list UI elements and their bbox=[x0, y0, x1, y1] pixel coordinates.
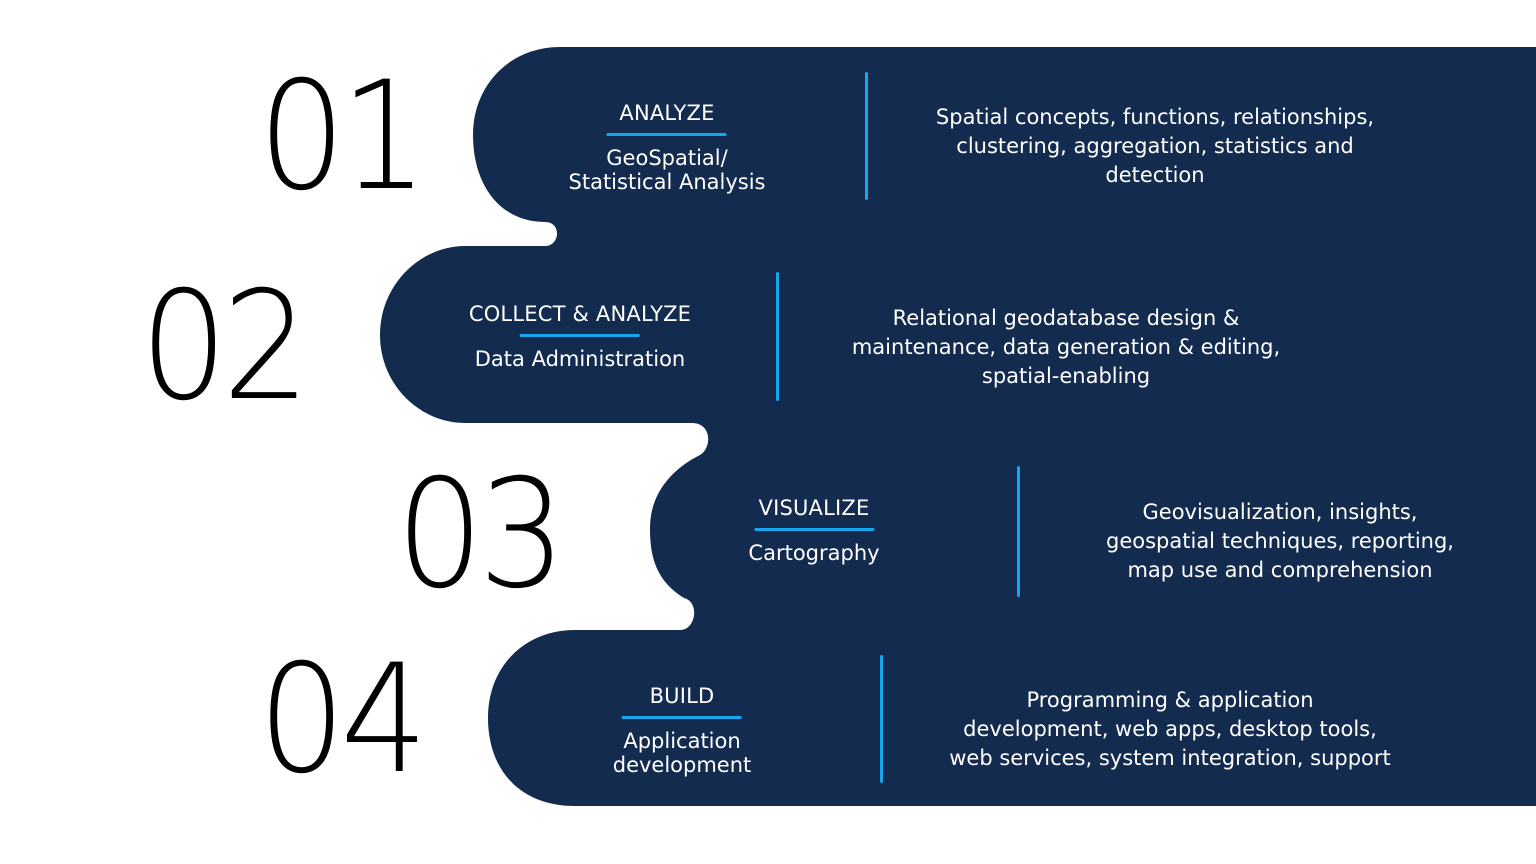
step-02-description-line-1: Relational geodatabase design & bbox=[892, 306, 1240, 330]
step-04-title-underline bbox=[622, 716, 742, 719]
step-03-label: VISUALIZE Cartography bbox=[748, 495, 879, 565]
step-03-title-underline bbox=[754, 528, 874, 531]
step-02-subtitle-line-1: Data Administration bbox=[474, 347, 686, 371]
step-03-description-line-1: Geovisualization, insights, bbox=[1142, 500, 1418, 524]
step-03-divider bbox=[1017, 466, 1020, 597]
step-03-description: Geovisualization, insights, geospatial t… bbox=[1106, 498, 1454, 585]
step-03-subtitle-line-1: Cartography bbox=[748, 541, 880, 565]
step-04-divider bbox=[880, 655, 883, 783]
step-03-title: VISUALIZE bbox=[758, 496, 870, 520]
step-04-label: BUILD Application development bbox=[613, 683, 752, 777]
step-02-label: COLLECT & ANALYZE Data Administration bbox=[469, 301, 691, 371]
step-01-subtitle-line-1: GeoSpatial/ bbox=[606, 146, 728, 170]
step-01-title-underline bbox=[607, 133, 727, 136]
step-02-description-line-3: spatial-enabling bbox=[981, 364, 1151, 388]
step-04-description: Programming & application development, w… bbox=[949, 686, 1391, 773]
step-02-divider bbox=[776, 272, 779, 401]
step-01-divider bbox=[865, 72, 868, 200]
step-01-title: ANALYZE bbox=[619, 101, 715, 125]
step-number-01: 01 bbox=[258, 50, 428, 224]
step-02-title: COLLECT & ANALYZE bbox=[468, 302, 692, 326]
step-01-description-line-3: detection bbox=[1105, 163, 1205, 187]
step-01-description-line-2: clustering, aggregation, statistics and bbox=[956, 134, 1354, 158]
step-04-description-line-1: Programming & application bbox=[1026, 688, 1314, 712]
step-02-description: Relational geodatabase design & maintena… bbox=[852, 304, 1280, 391]
step-04-subtitle-line-1: Application bbox=[623, 729, 741, 753]
step-number-02: 02 bbox=[140, 260, 310, 434]
step-03-description-line-3: map use and comprehension bbox=[1127, 558, 1433, 582]
step-03-description-line-2: geospatial techniques, reporting, bbox=[1106, 529, 1454, 553]
step-04-description-line-3: web services, system integration, suppor… bbox=[949, 746, 1391, 770]
step-02-description-line-2: maintenance, data generation & editing, bbox=[851, 335, 1281, 359]
step-01-subtitle-line-2: Statistical Analysis bbox=[568, 170, 766, 194]
step-04-description-line-2: development, web apps, desktop tools, bbox=[963, 717, 1377, 741]
step-number-03: 03 bbox=[396, 448, 566, 622]
step-number-04: 04 bbox=[258, 633, 428, 807]
step-04-subtitle-line-2: development bbox=[612, 753, 752, 777]
step-04-title: BUILD bbox=[649, 684, 715, 708]
step-01-description-line-1: Spatial concepts, functions, relationshi… bbox=[935, 105, 1375, 129]
step-01-label: ANALYZE GeoSpatial/ Statistical Analysis bbox=[569, 100, 766, 194]
step-02-title-underline bbox=[520, 334, 640, 337]
step-01-description: Spatial concepts, functions, relationshi… bbox=[936, 103, 1374, 190]
